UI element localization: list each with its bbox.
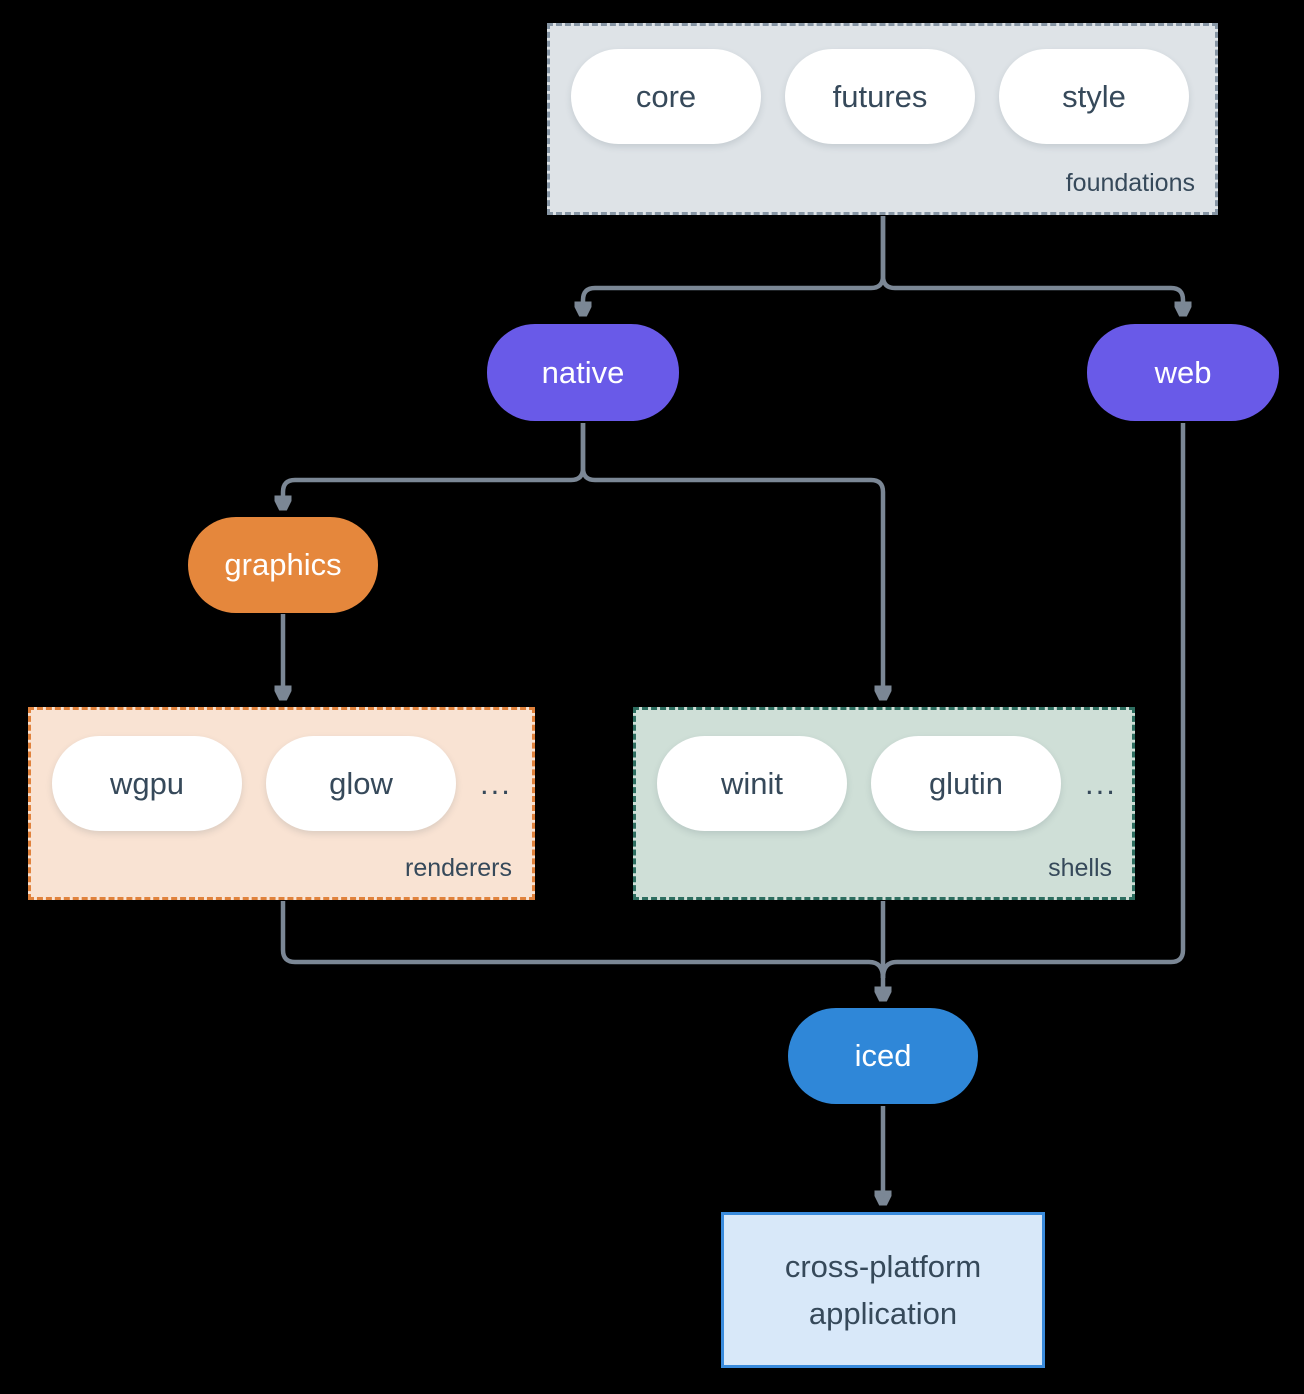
shells-label: shells <box>1048 854 1112 882</box>
shells-pill-row: winit glutin ... <box>636 710 1132 831</box>
shells-group: winit glutin ... shells <box>633 707 1135 900</box>
shells-ellipsis: ... <box>1085 765 1117 801</box>
foundations-pill-row: core futures style <box>550 26 1215 144</box>
node-core: core <box>571 49 761 144</box>
node-style: style <box>999 49 1189 144</box>
edge-native-shells <box>580 423 883 699</box>
node-iced: iced <box>788 1008 978 1104</box>
edge-foundations-web <box>880 216 1183 315</box>
node-futures: futures <box>785 49 975 144</box>
renderers-ellipsis: ... <box>480 765 512 801</box>
node-winit: winit <box>657 736 847 831</box>
node-glow: glow <box>266 736 456 831</box>
node-native: native <box>487 324 679 421</box>
renderers-label: renderers <box>405 854 512 882</box>
node-web: web <box>1087 324 1279 421</box>
foundations-group: core futures style foundations <box>547 23 1218 215</box>
renderers-pill-row: wgpu glow ... <box>31 710 532 831</box>
edge-native-graphics <box>283 423 586 509</box>
renderers-group: wgpu glow ... renderers <box>28 707 535 900</box>
edge-renderers-merge <box>280 901 886 979</box>
node-glutin: glutin <box>871 736 1061 831</box>
foundations-label: foundations <box>1065 169 1195 197</box>
edge-foundations-native <box>583 216 886 315</box>
node-graphics: graphics <box>188 517 378 613</box>
node-wgpu: wgpu <box>52 736 242 831</box>
node-cross-platform-application: cross-platform application <box>721 1212 1045 1368</box>
